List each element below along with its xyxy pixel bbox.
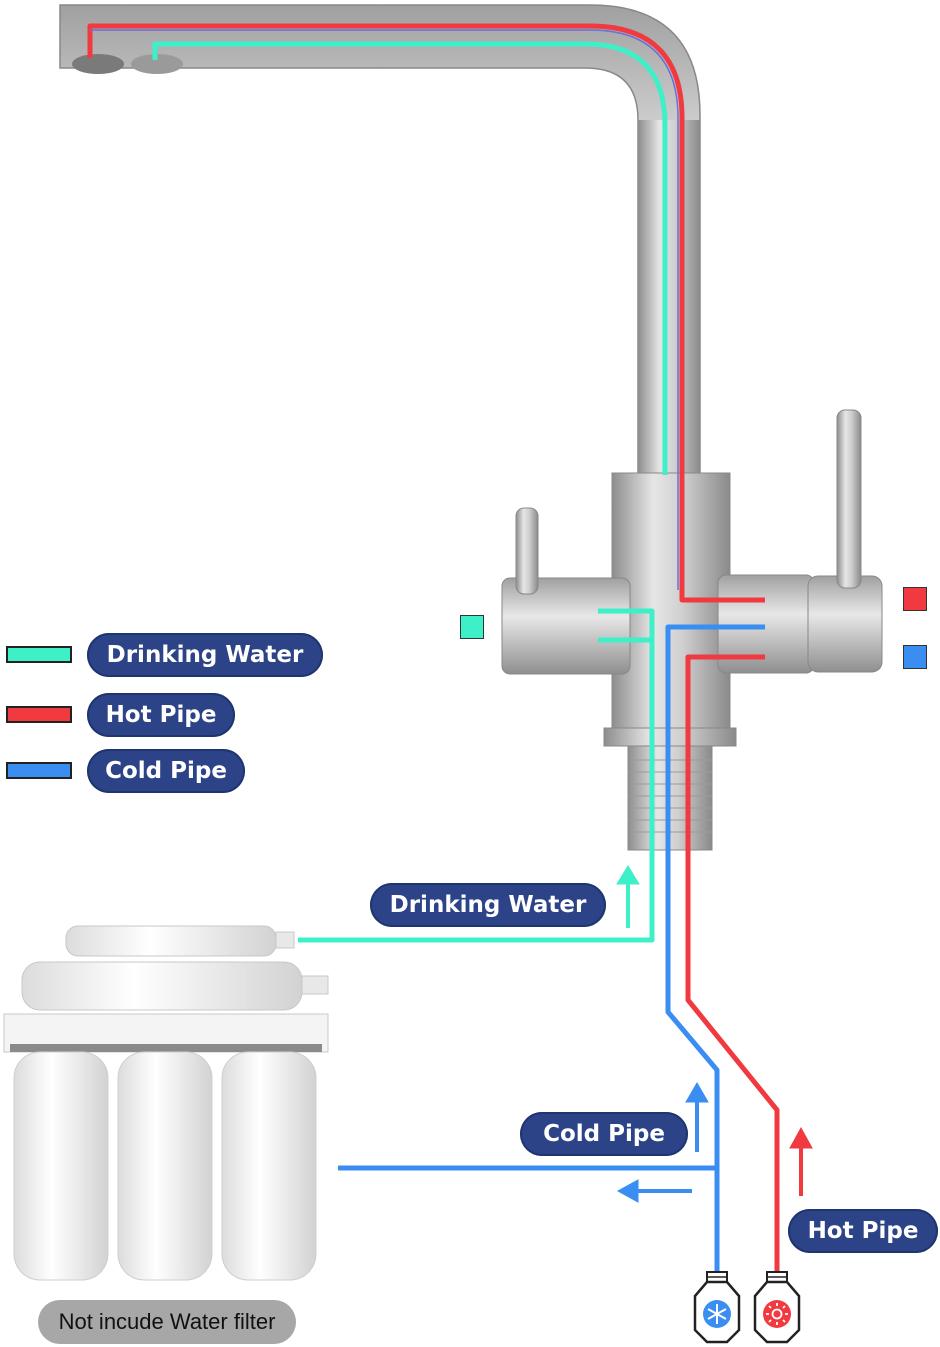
drinking-flow-line [152,41,668,943]
right-lever [836,409,862,589]
cold-marker [903,645,927,669]
legend-swatch-cold [6,762,72,779]
callout-cold-pipe: Cold Pipe [520,1112,688,1156]
filter-housing-2 [117,1051,213,1281]
hot-flow-line [87,23,780,1272]
sun-icon [766,1303,788,1325]
cold-arrow-left [616,1179,692,1203]
hot-valve [753,1271,801,1344]
filter-housing-1 [13,1051,109,1281]
drinking-arrow-up [616,865,640,928]
aerator-hot-cold [72,54,124,74]
legend-label-hot: Hot Pipe [87,693,235,737]
legend-swatch-hot [6,706,72,723]
callout-drinking-water: Drinking Water [370,883,606,927]
water-filter-image [3,925,329,1281]
legend-label-cold: Cold Pipe [87,749,245,793]
filter-housing-3 [221,1051,317,1281]
cold-arrow-up [685,1082,709,1152]
faucet-body [501,409,883,851]
drinking-marker [460,615,484,639]
cold-flow-line [338,624,765,1272]
aerator-drinking [131,54,183,74]
legend-label-drinking: Drinking Water [87,633,323,677]
legend-swatch-drinking [6,646,72,663]
faucet-spout [59,4,701,481]
snowflake-icon [707,1304,727,1324]
callout-hot-pipe: Hot Pipe [788,1209,938,1253]
hot-arrow-up [789,1126,813,1196]
filter-note: Not incude Water filter [38,1300,296,1344]
hot-marker [903,587,927,611]
left-lever [515,507,539,595]
spout-inner-line [90,29,679,590]
left-handle-base [501,577,631,675]
